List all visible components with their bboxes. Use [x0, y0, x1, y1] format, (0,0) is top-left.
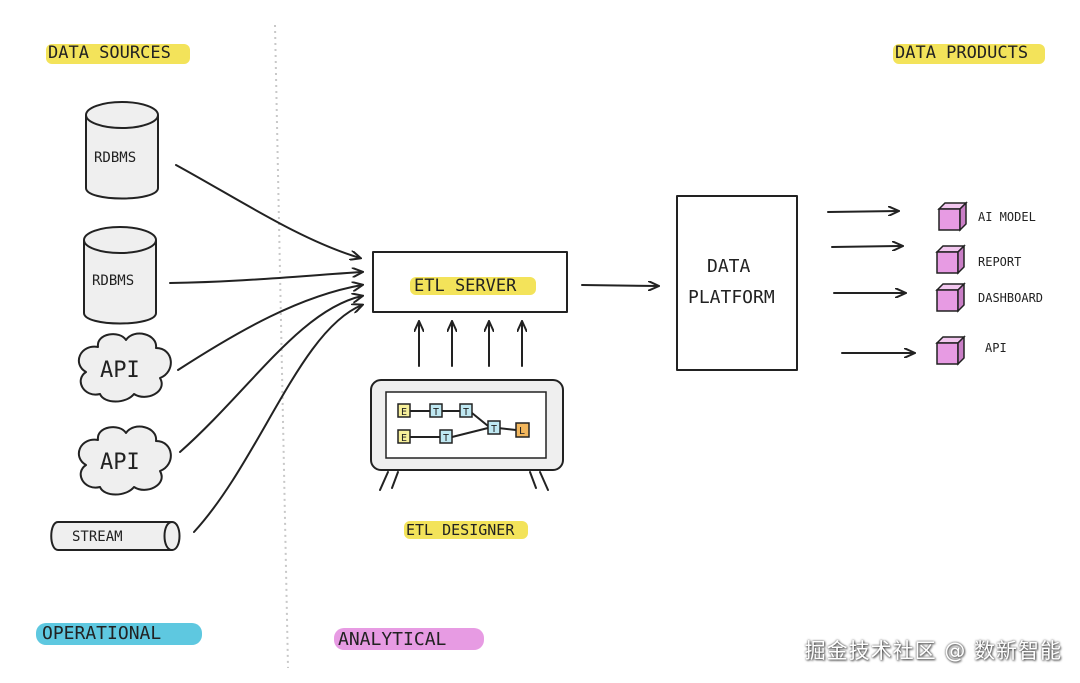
watermark-text: 掘金技术社区 @ 数新智能: [804, 639, 1062, 663]
svg-text:STREAM: STREAM: [72, 529, 123, 545]
etl-designer-monitor: E T T E T T L: [370, 379, 564, 491]
operational-analytical-divider: [274, 24, 289, 669]
arrow-api2-to-etl: [179, 296, 362, 453]
svg-text:ETL DESIGNER: ETL DESIGNER: [406, 521, 515, 539]
arrow-api1-to-etl: [177, 285, 362, 371]
source-to-etl-arrows: [169, 164, 362, 533]
designer-node-transform-1: T: [429, 403, 443, 418]
arrow-stream-to-etl: [193, 305, 362, 533]
svg-text:RDBMS: RDBMS: [92, 273, 134, 289]
svg-text:RDBMS: RDBMS: [94, 150, 136, 166]
svg-text:E: E: [401, 433, 407, 444]
svg-text:E: E: [401, 407, 407, 418]
svg-text:DATA: DATA: [707, 256, 751, 277]
svg-text:DATA PRODUCTS: DATA PRODUCTS: [895, 43, 1028, 63]
api-cloud-1: API: [77, 332, 172, 403]
svg-text:API: API: [100, 450, 140, 475]
analytical-heading: ANALYTICAL: [334, 628, 484, 650]
designer-node-load: L: [515, 422, 530, 438]
designer-to-server-arrows: [419, 322, 522, 367]
product-report: REPORT: [935, 244, 1021, 275]
svg-text:DATA SOURCES: DATA SOURCES: [48, 43, 171, 63]
svg-text:API: API: [985, 341, 1007, 355]
data-products-heading: DATA PRODUCTS: [893, 43, 1045, 64]
arrow-rdbms2-to-etl: [169, 272, 362, 284]
svg-text:T: T: [433, 407, 439, 418]
svg-text:DASHBOARD: DASHBOARD: [978, 291, 1043, 305]
operational-heading: OPERATIONAL: [36, 623, 202, 645]
data-platform-box: DATA PLATFORM: [676, 195, 798, 371]
stream-pipe: STREAM: [50, 521, 181, 551]
rdbms-database-1: RDBMS: [85, 101, 159, 200]
etl-designer-label: ETL DESIGNER: [404, 521, 528, 539]
svg-text:T: T: [443, 433, 449, 444]
cube-icon: [935, 244, 966, 275]
svg-text:PLATFORM: PLATFORM: [688, 287, 775, 308]
svg-text:AI MODEL: AI MODEL: [978, 210, 1036, 224]
product-dashboard: DASHBOARD: [935, 282, 1043, 313]
cube-icon: [935, 335, 966, 366]
designer-node-transform-2: T: [459, 403, 473, 418]
designer-node-transform-4: T: [487, 420, 501, 435]
product-api: API: [935, 335, 1007, 366]
etl-server-box: ETL SERVER: [372, 251, 568, 313]
data-sources-heading: DATA SOURCES: [46, 43, 190, 64]
platform-to-products-arrows: [827, 211, 914, 353]
svg-text:ETL SERVER: ETL SERVER: [414, 276, 517, 296]
api-cloud-2: API: [77, 425, 172, 496]
svg-text:OPERATIONAL: OPERATIONAL: [42, 623, 161, 644]
svg-text:ANALYTICAL: ANALYTICAL: [338, 629, 447, 650]
svg-text:API: API: [100, 358, 140, 383]
designer-node-extract-2: E: [397, 429, 411, 444]
svg-text:REPORT: REPORT: [978, 255, 1021, 269]
svg-text:T: T: [491, 424, 497, 435]
cube-icon: [937, 201, 968, 232]
arrow-rdbms1-to-etl: [175, 164, 360, 258]
rdbms-database-2: RDBMS: [83, 226, 157, 325]
designer-node-transform-3: T: [439, 429, 453, 444]
product-ai-model: AI MODEL: [937, 201, 1036, 232]
arrow-etl-to-platform: [581, 285, 658, 286]
cube-icon: [935, 282, 966, 313]
designer-node-extract-1: E: [397, 403, 411, 418]
svg-text:T: T: [463, 407, 469, 418]
svg-text:L: L: [519, 426, 525, 437]
